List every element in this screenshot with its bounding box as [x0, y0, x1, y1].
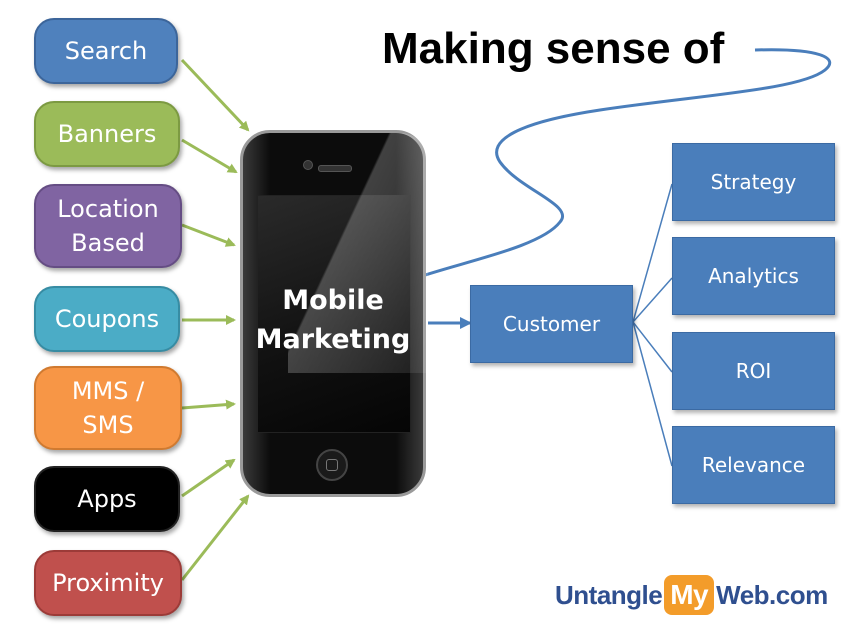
outcome-strategy[interactable]: Strategy — [672, 143, 835, 221]
channel-label: MMS / SMS — [71, 377, 145, 439]
channel-label: Search — [64, 37, 148, 65]
channel-proximity[interactable]: Proximity — [34, 550, 182, 616]
phone-home-button — [316, 449, 348, 481]
channel-label: Proximity — [52, 569, 164, 597]
channel-coupons[interactable]: Coupons — [34, 286, 180, 352]
logo-part-my: My — [664, 575, 715, 615]
link-roi — [632, 321, 673, 373]
arrow-search — [180, 58, 250, 132]
channel-search[interactable]: Search — [34, 18, 178, 84]
phone-camera — [303, 160, 313, 170]
arrow-location — [181, 223, 236, 247]
link-analytics — [632, 277, 673, 323]
untanglemyweb-logo: Untangle My Web.com — [555, 575, 828, 615]
outcome-label: Strategy — [710, 170, 797, 194]
outcome-analytics[interactable]: Analytics — [672, 237, 835, 315]
phone-speaker — [318, 165, 352, 172]
channel-banners[interactable]: Banners — [34, 101, 180, 167]
customer-label: Customer — [502, 312, 601, 336]
channel-label: Banners — [57, 120, 157, 148]
arrow-proximity — [180, 494, 250, 581]
squiggle-arrow — [408, 48, 832, 283]
outcome-label: Analytics — [708, 264, 799, 288]
channel-label: Apps — [77, 485, 137, 513]
channel-apps[interactable]: Apps — [34, 466, 180, 532]
center-label: Mobile Marketing — [255, 285, 411, 355]
logo-part-web: Web.com — [716, 579, 828, 610]
logo-part-untangle: Untangle — [555, 579, 663, 610]
arrow-apps — [181, 458, 236, 498]
channel-label: Coupons — [54, 305, 160, 333]
phone-glare — [288, 133, 428, 373]
channel-label: Location Based — [57, 195, 159, 257]
outcome-label: Relevance — [701, 453, 806, 477]
arrow-banners — [181, 138, 238, 174]
outcome-relevance[interactable]: Relevance — [672, 426, 835, 504]
customer-box[interactable]: Customer — [470, 285, 633, 363]
page-title: Making sense of — [382, 24, 725, 73]
channel-location-based[interactable]: Location Based — [34, 184, 182, 268]
phone-image: Mobile Marketing — [240, 130, 428, 497]
outcome-roi[interactable]: ROI — [672, 332, 835, 410]
phone-screen — [257, 195, 411, 433]
link-relevance — [632, 321, 673, 467]
arrow-mms — [181, 399, 236, 410]
channel-mms-sms[interactable]: MMS / SMS — [34, 366, 182, 450]
link-strategy — [632, 183, 673, 323]
outcome-label: ROI — [735, 359, 772, 383]
